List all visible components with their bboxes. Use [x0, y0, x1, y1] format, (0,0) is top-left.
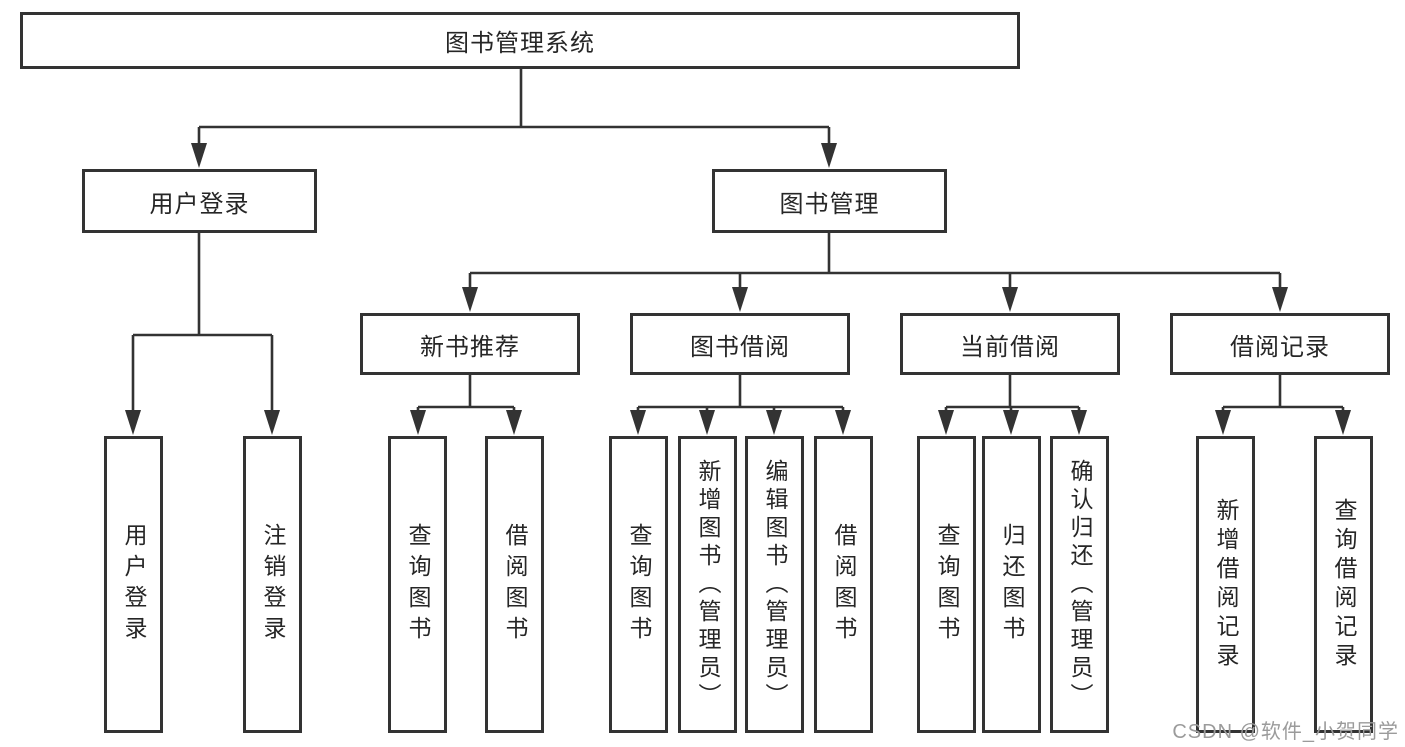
leaf-borrowing-borrow-books: 借阅图书 — [814, 436, 873, 733]
leaf-logout: 注销登录 — [243, 436, 302, 733]
leaf-current-query-books: 查询图书 — [917, 436, 976, 733]
leaf-current-confirm-return-admin: 确认归还（管理员） — [1050, 436, 1109, 733]
node-user-login: 用户登录 — [82, 169, 317, 233]
leaf-current-return-books: 归还图书 — [982, 436, 1041, 733]
leaf-records-query-record: 查询借阅记录 — [1314, 436, 1373, 733]
node-book-borrowing: 图书借阅 — [630, 313, 850, 375]
node-current-borrowing: 当前借阅 — [900, 313, 1120, 375]
node-borrowing-records: 借阅记录 — [1170, 313, 1390, 375]
leaf-records-add-record: 新增借阅记录 — [1196, 436, 1255, 733]
leaf-user-login: 用户登录 — [104, 436, 163, 733]
leaf-borrowing-add-books-admin: 新增图书（管理员） — [678, 436, 737, 733]
node-new-book-recommend: 新书推荐 — [360, 313, 580, 375]
leaf-borrowing-edit-books-admin: 编辑图书（管理员） — [745, 436, 804, 733]
leaf-borrowing-query-books: 查询图书 — [609, 436, 668, 733]
leaf-recommend-borrow-books: 借阅图书 — [485, 436, 544, 733]
node-book-management-system: 图书管理系统 — [20, 12, 1020, 69]
csdn-watermark: CSDN @软件_小贺同学 — [1172, 721, 1399, 743]
leaf-recommend-query-books: 查询图书 — [388, 436, 447, 733]
node-book-management: 图书管理 — [712, 169, 947, 233]
